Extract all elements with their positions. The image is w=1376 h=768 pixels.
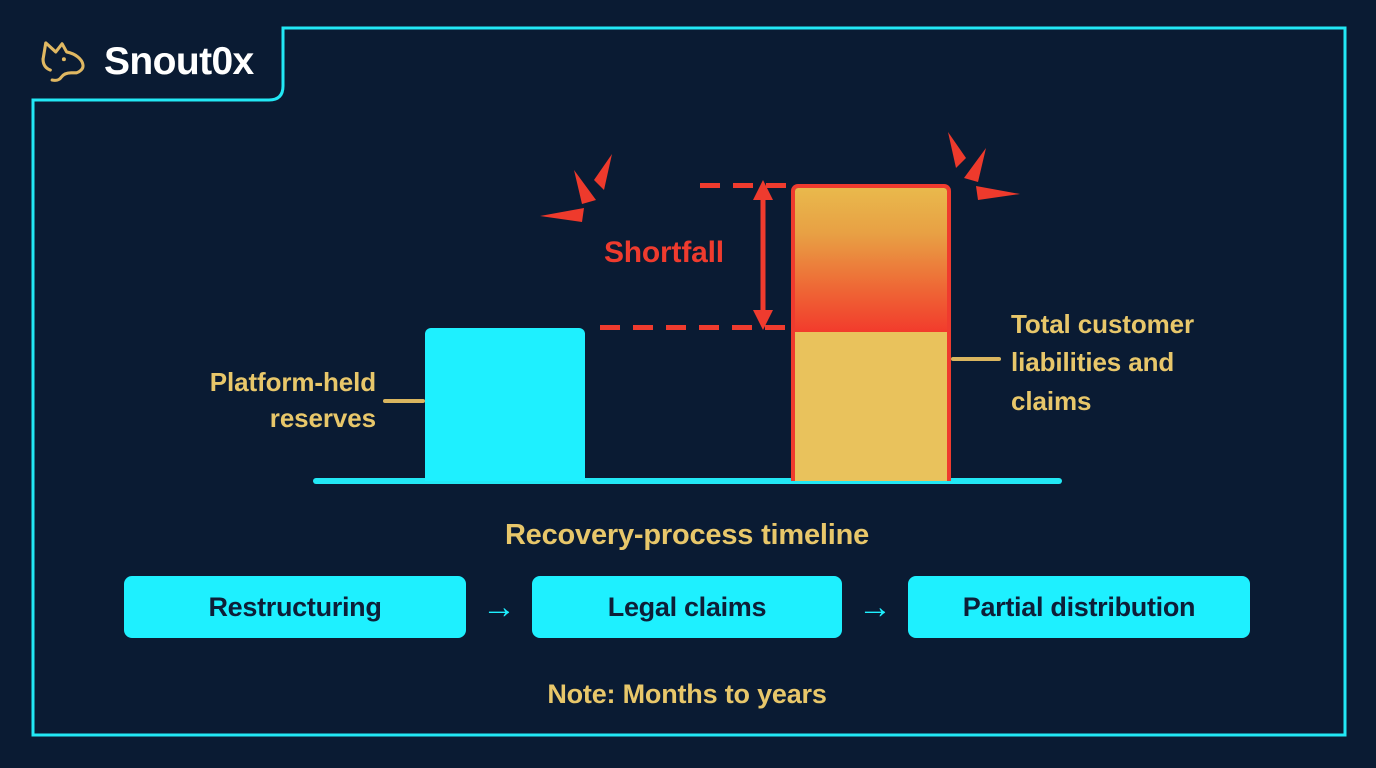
- callout-left-line1: Platform-held: [209, 367, 376, 397]
- timeline-arrow-2-icon: →: [858, 588, 892, 626]
- callout-right-line3: claims: [1011, 385, 1092, 416]
- fox-head-icon: [41, 41, 85, 82]
- bar-segment-covered: [795, 332, 947, 481]
- timeline-note: Note: Months to years: [547, 679, 827, 709]
- callout-leader-left: [383, 399, 425, 403]
- timeline-arrow-1-icon: →: [482, 588, 516, 626]
- timeline-step-partial-distribution[interactable]: Partial distribution: [908, 576, 1250, 638]
- callout-platform-held-reserves: Platform-held reserves: [60, 365, 376, 437]
- burst-sparkle-left-icon: [540, 154, 612, 222]
- shortfall-label: Shortfall: [604, 236, 724, 269]
- bar-platform-held-reserves[interactable]: [425, 328, 585, 481]
- shortfall-arrow-icon: [753, 180, 773, 330]
- callout-total-liabilities: Total customer liabilities and claims: [1011, 305, 1311, 420]
- bar-chart: Shortfall Platform-held reserves Total c…: [60, 132, 1311, 484]
- burst-sparkle-right-icon: [948, 132, 1020, 200]
- timeline-step-label: Restructuring: [208, 591, 382, 622]
- callout-leader-right: [951, 357, 1001, 361]
- shortfall-guide-top: [700, 183, 788, 188]
- brand: Snout0x: [34, 28, 254, 94]
- brand-name: Snout0x: [104, 39, 254, 83]
- shortfall-guide-bottom: [600, 325, 788, 330]
- timeline-step-label: Legal claims: [607, 591, 767, 622]
- chart-baseline: [313, 478, 1062, 484]
- timeline-step-legal-claims[interactable]: Legal claims: [532, 576, 842, 638]
- bar-total-liabilities[interactable]: [791, 184, 951, 481]
- bar-segment-shortfall: [795, 188, 947, 332]
- timeline-step-restructuring[interactable]: Restructuring: [124, 576, 466, 638]
- timeline-title: Recovery-process timeline: [504, 519, 870, 551]
- timeline-step-label: Partial distribution: [962, 591, 1196, 622]
- callout-right-line1: Total customer: [1011, 309, 1195, 339]
- callout-right-line2: liabilities and: [1011, 347, 1175, 378]
- callout-left-line2: reserves: [269, 402, 376, 433]
- timeline-steps: Restructuring → Legal claims → Partial d…: [0, 576, 1375, 638]
